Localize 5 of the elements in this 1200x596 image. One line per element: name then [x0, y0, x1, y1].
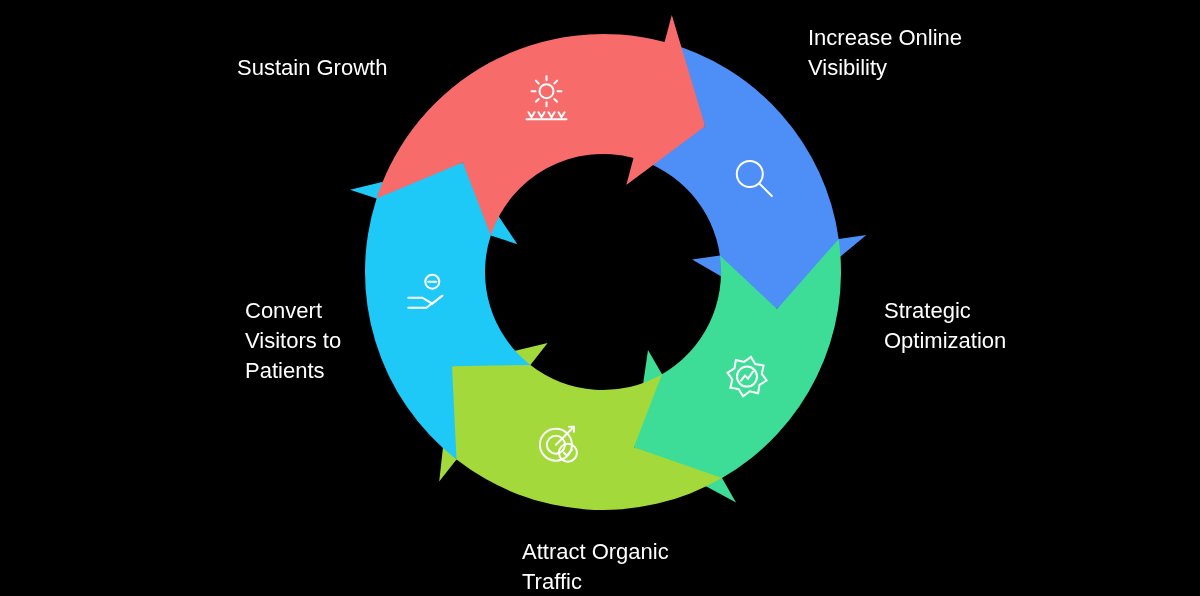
- step-label: Sustain Growth: [237, 54, 389, 82]
- step-label: Attract Organic Traffic: [522, 538, 670, 596]
- step-label: Convert Visitors to Patients: [245, 297, 343, 385]
- step-label: Increase Online Visibility: [808, 24, 964, 82]
- step-label: Strategic Optimization: [884, 297, 1008, 355]
